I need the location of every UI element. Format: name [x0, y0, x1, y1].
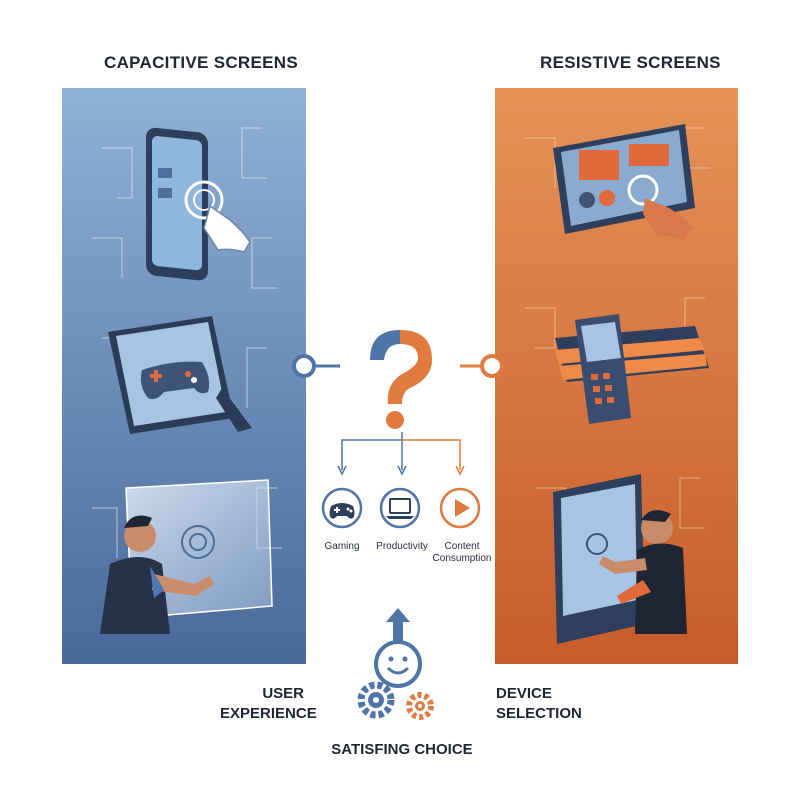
user-experience-label: USER EXPERIENCE	[220, 685, 317, 722]
option-gaming	[320, 486, 364, 530]
right-title: RESISTIVE SCREENS	[540, 53, 721, 72]
kiosk-touch-icon	[553, 474, 687, 644]
option-content	[438, 486, 482, 530]
decision-connector	[280, 320, 520, 480]
left-title: CAPACITIVE SCREENS	[104, 53, 299, 72]
device-selection-label: DEVICE SELECTION	[496, 685, 582, 722]
option-content-label: Content Consumption	[432, 541, 492, 564]
play-icon	[439, 487, 481, 529]
resistive-panel	[495, 88, 738, 664]
phone-icon	[146, 127, 251, 281]
control-panel-icon	[553, 124, 695, 240]
option-productivity-label: Productivity	[376, 541, 428, 552]
smiley-icon	[374, 640, 422, 688]
person-touch-icon	[100, 479, 273, 634]
satisfing-choice-label: SATISFING CHOICE	[331, 741, 473, 758]
gamepad-icon	[321, 487, 363, 529]
option-productivity	[378, 486, 422, 530]
gamepad-icon	[140, 361, 210, 400]
tablet-icon	[108, 316, 252, 434]
question-mark-icon	[370, 330, 432, 429]
capacitive-panel	[62, 88, 306, 664]
arrow-up-icon	[386, 608, 410, 642]
gear-icon	[357, 681, 434, 720]
laptop-icon	[379, 487, 421, 529]
option-gaming-label: Gaming	[324, 541, 360, 552]
handheld-terminal-icon	[555, 314, 709, 424]
satisfaction-icon	[348, 606, 448, 730]
